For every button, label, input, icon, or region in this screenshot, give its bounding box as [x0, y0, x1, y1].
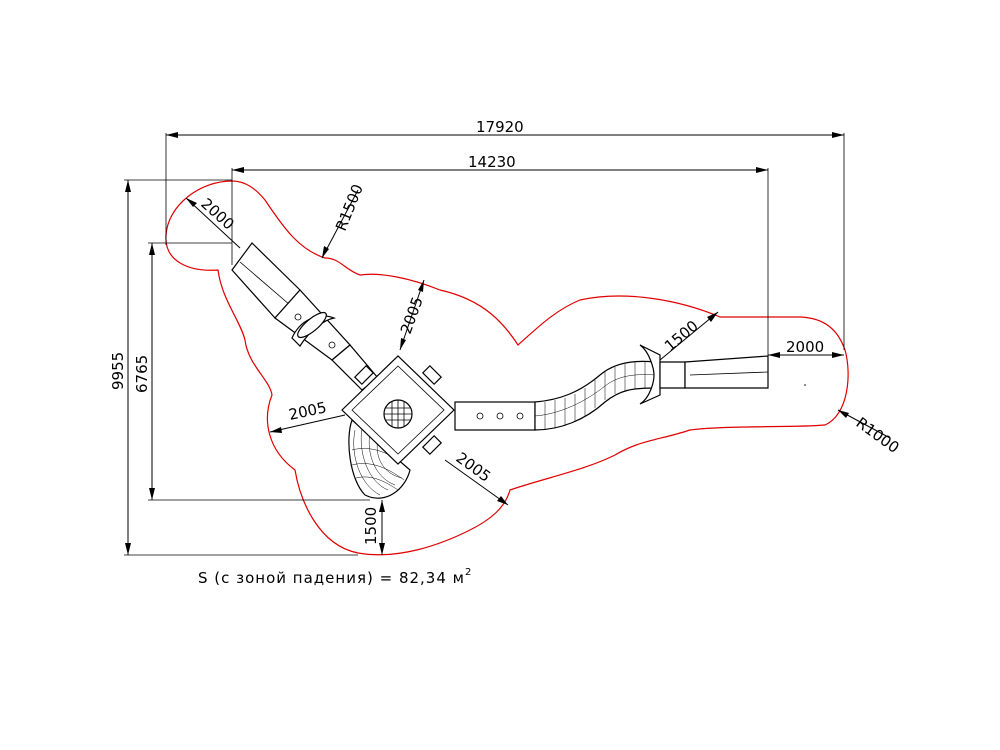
right-tube-slide [454, 344, 769, 431]
dimension-lines [124, 132, 891, 556]
dim-overall-height: 9955 [109, 352, 127, 390]
dim-right-tube-offset: 1500 [661, 317, 702, 355]
dim-right-end-offset: 2000 [786, 338, 824, 356]
upper-left-slide [231, 242, 379, 391]
area-label-text: S (с зоной падения) = 82,34 м [198, 569, 465, 587]
dim-overall-width: 17920 [476, 118, 524, 136]
area-label-superscript: 2 [465, 567, 472, 578]
safety-zone-outline [165, 180, 849, 556]
central-tower [341, 355, 455, 499]
dim-top-radius: R1500 [332, 182, 367, 234]
area-label: S (с зоной падения) = 82,34 м2 [198, 567, 472, 587]
dim-bottom-offset: 1500 [362, 507, 380, 545]
dim-right-radius: R1000 [853, 414, 903, 457]
dim-equipment-width: 14230 [468, 153, 516, 171]
reference-dot [804, 384, 806, 386]
dim-upper-clearance: 2005 [397, 294, 427, 336]
dim-equipment-height: 6765 [133, 355, 151, 393]
